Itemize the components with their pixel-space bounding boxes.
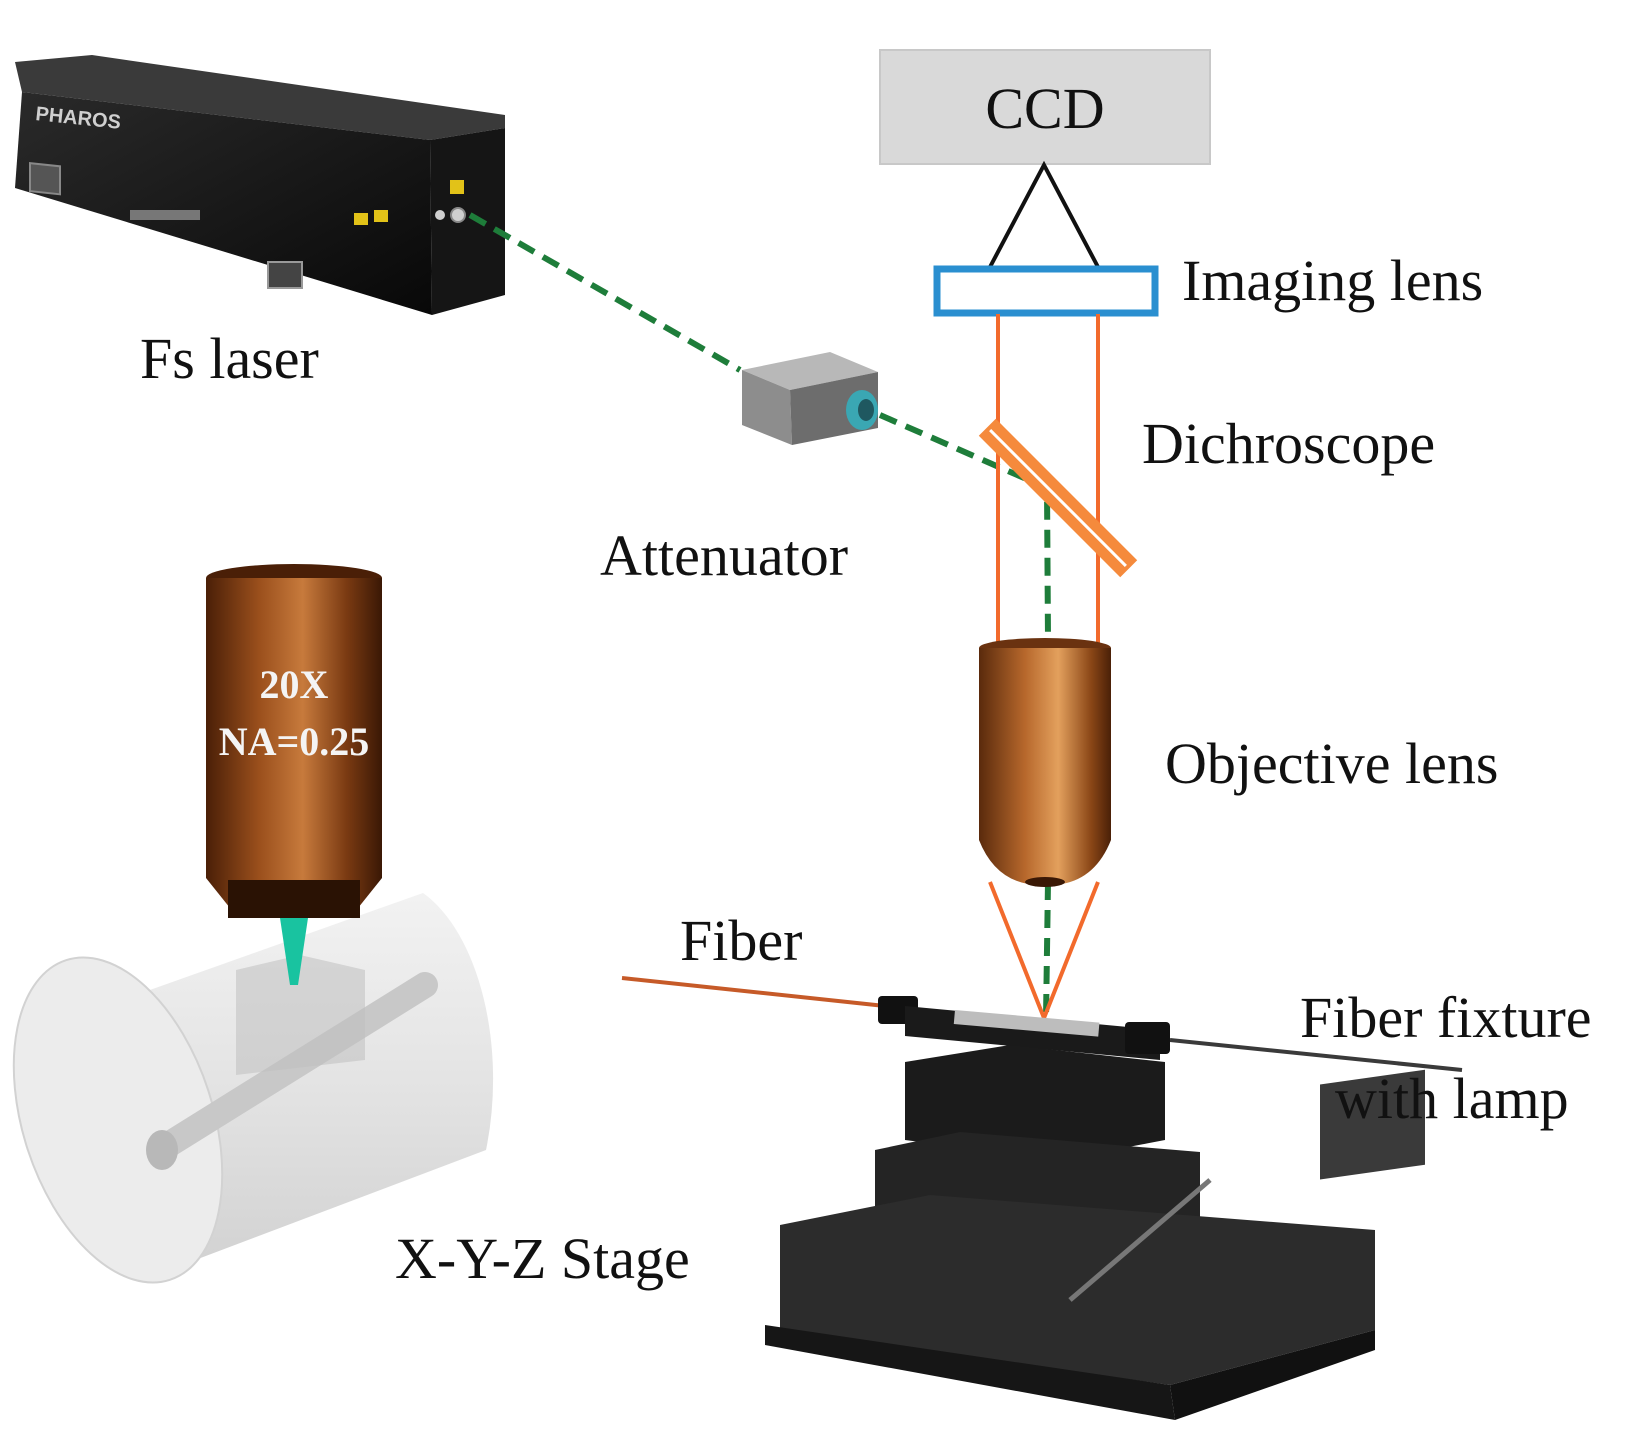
ccd-focus-lines <box>988 160 1100 268</box>
fs-laser-label: Fs laser <box>140 326 319 391</box>
imaging-lens <box>933 265 1159 317</box>
fiber-far-end <box>1169 1038 1463 1072</box>
ccd-camera: CCD <box>879 49 1211 165</box>
inset-magnification-label: 20X <box>260 662 329 707</box>
fiber-fixture-label-line1: Fiber fixture <box>1300 985 1592 1050</box>
fiber-fixture <box>878 996 1170 1060</box>
fiber-fixture-label-line2: with lamp <box>1335 1066 1569 1131</box>
attenuator-label: Attenuator <box>600 523 848 588</box>
dichroscope-label: Dichroscope <box>1142 411 1435 476</box>
imaging-lens-label: Imaging lens <box>1182 248 1483 313</box>
inset-objective-lens: 20X NA=0.25 <box>206 564 382 985</box>
xyz-stage-label: X-Y-Z Stage <box>395 1226 690 1291</box>
objective-lens <box>979 638 1111 887</box>
xyz-stage <box>765 1045 1425 1420</box>
laser-beam-path <box>468 212 1051 1019</box>
fiber-label: Fiber <box>680 908 802 973</box>
inset-numerical-aperture-label: NA=0.25 <box>219 719 370 764</box>
dichroscope-mirror <box>978 418 1138 578</box>
inset-fiber-cylinder <box>12 893 494 1284</box>
attenuator-device <box>742 352 878 445</box>
objective-lens-label: Objective lens <box>1165 731 1498 796</box>
fs-laser-device: PHAROS <box>15 55 505 315</box>
fiber <box>621 976 886 1008</box>
ccd-label: CCD <box>985 76 1104 141</box>
